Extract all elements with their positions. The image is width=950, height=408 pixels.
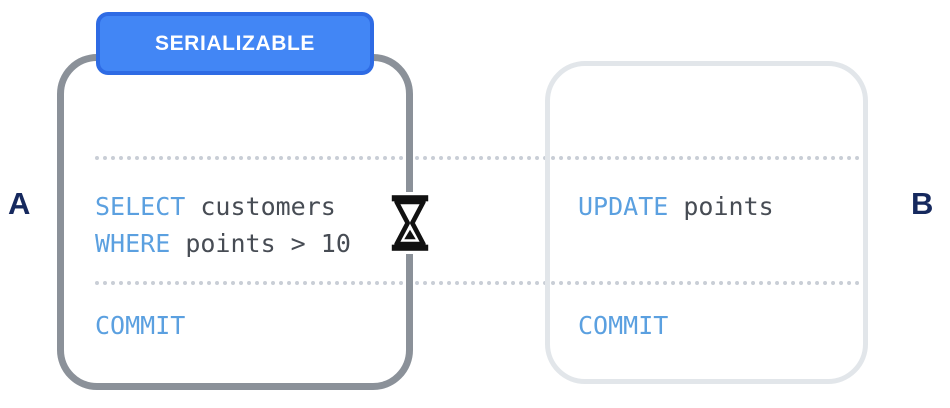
sql-keyword-commit-a: COMMIT [95, 311, 186, 340]
timeline-separator-top [95, 156, 860, 160]
sql-keyword-where: WHERE [95, 229, 171, 258]
transaction-b-label: B [911, 186, 934, 221]
tx-a-where-clause: WHERE points > 10 [95, 229, 351, 258]
hourglass-icon [384, 192, 436, 254]
tx-b-update-statement: UPDATE points [578, 192, 774, 221]
transaction-a-label: A [8, 186, 31, 221]
isolation-level-label: SERIALIZABLE [154, 31, 316, 55]
tx-b-commit-statement: COMMIT [578, 311, 668, 340]
tx-a-commit-statement: COMMIT [95, 311, 185, 340]
sql-where-condition: points > 10 [170, 229, 351, 258]
tx-a-select-statement: SELECT customers [95, 192, 336, 221]
sql-keyword-select: SELECT [95, 192, 186, 221]
sql-keyword-update: UPDATE [578, 192, 669, 221]
isolation-level-badge: SERIALIZABLE [96, 12, 374, 75]
transaction-b-box [545, 61, 868, 384]
sql-select-target: customers [185, 192, 336, 221]
timeline-separator-bottom [95, 281, 860, 285]
sql-keyword-commit-b: COMMIT [578, 311, 669, 340]
sql-update-target: points [668, 192, 774, 221]
